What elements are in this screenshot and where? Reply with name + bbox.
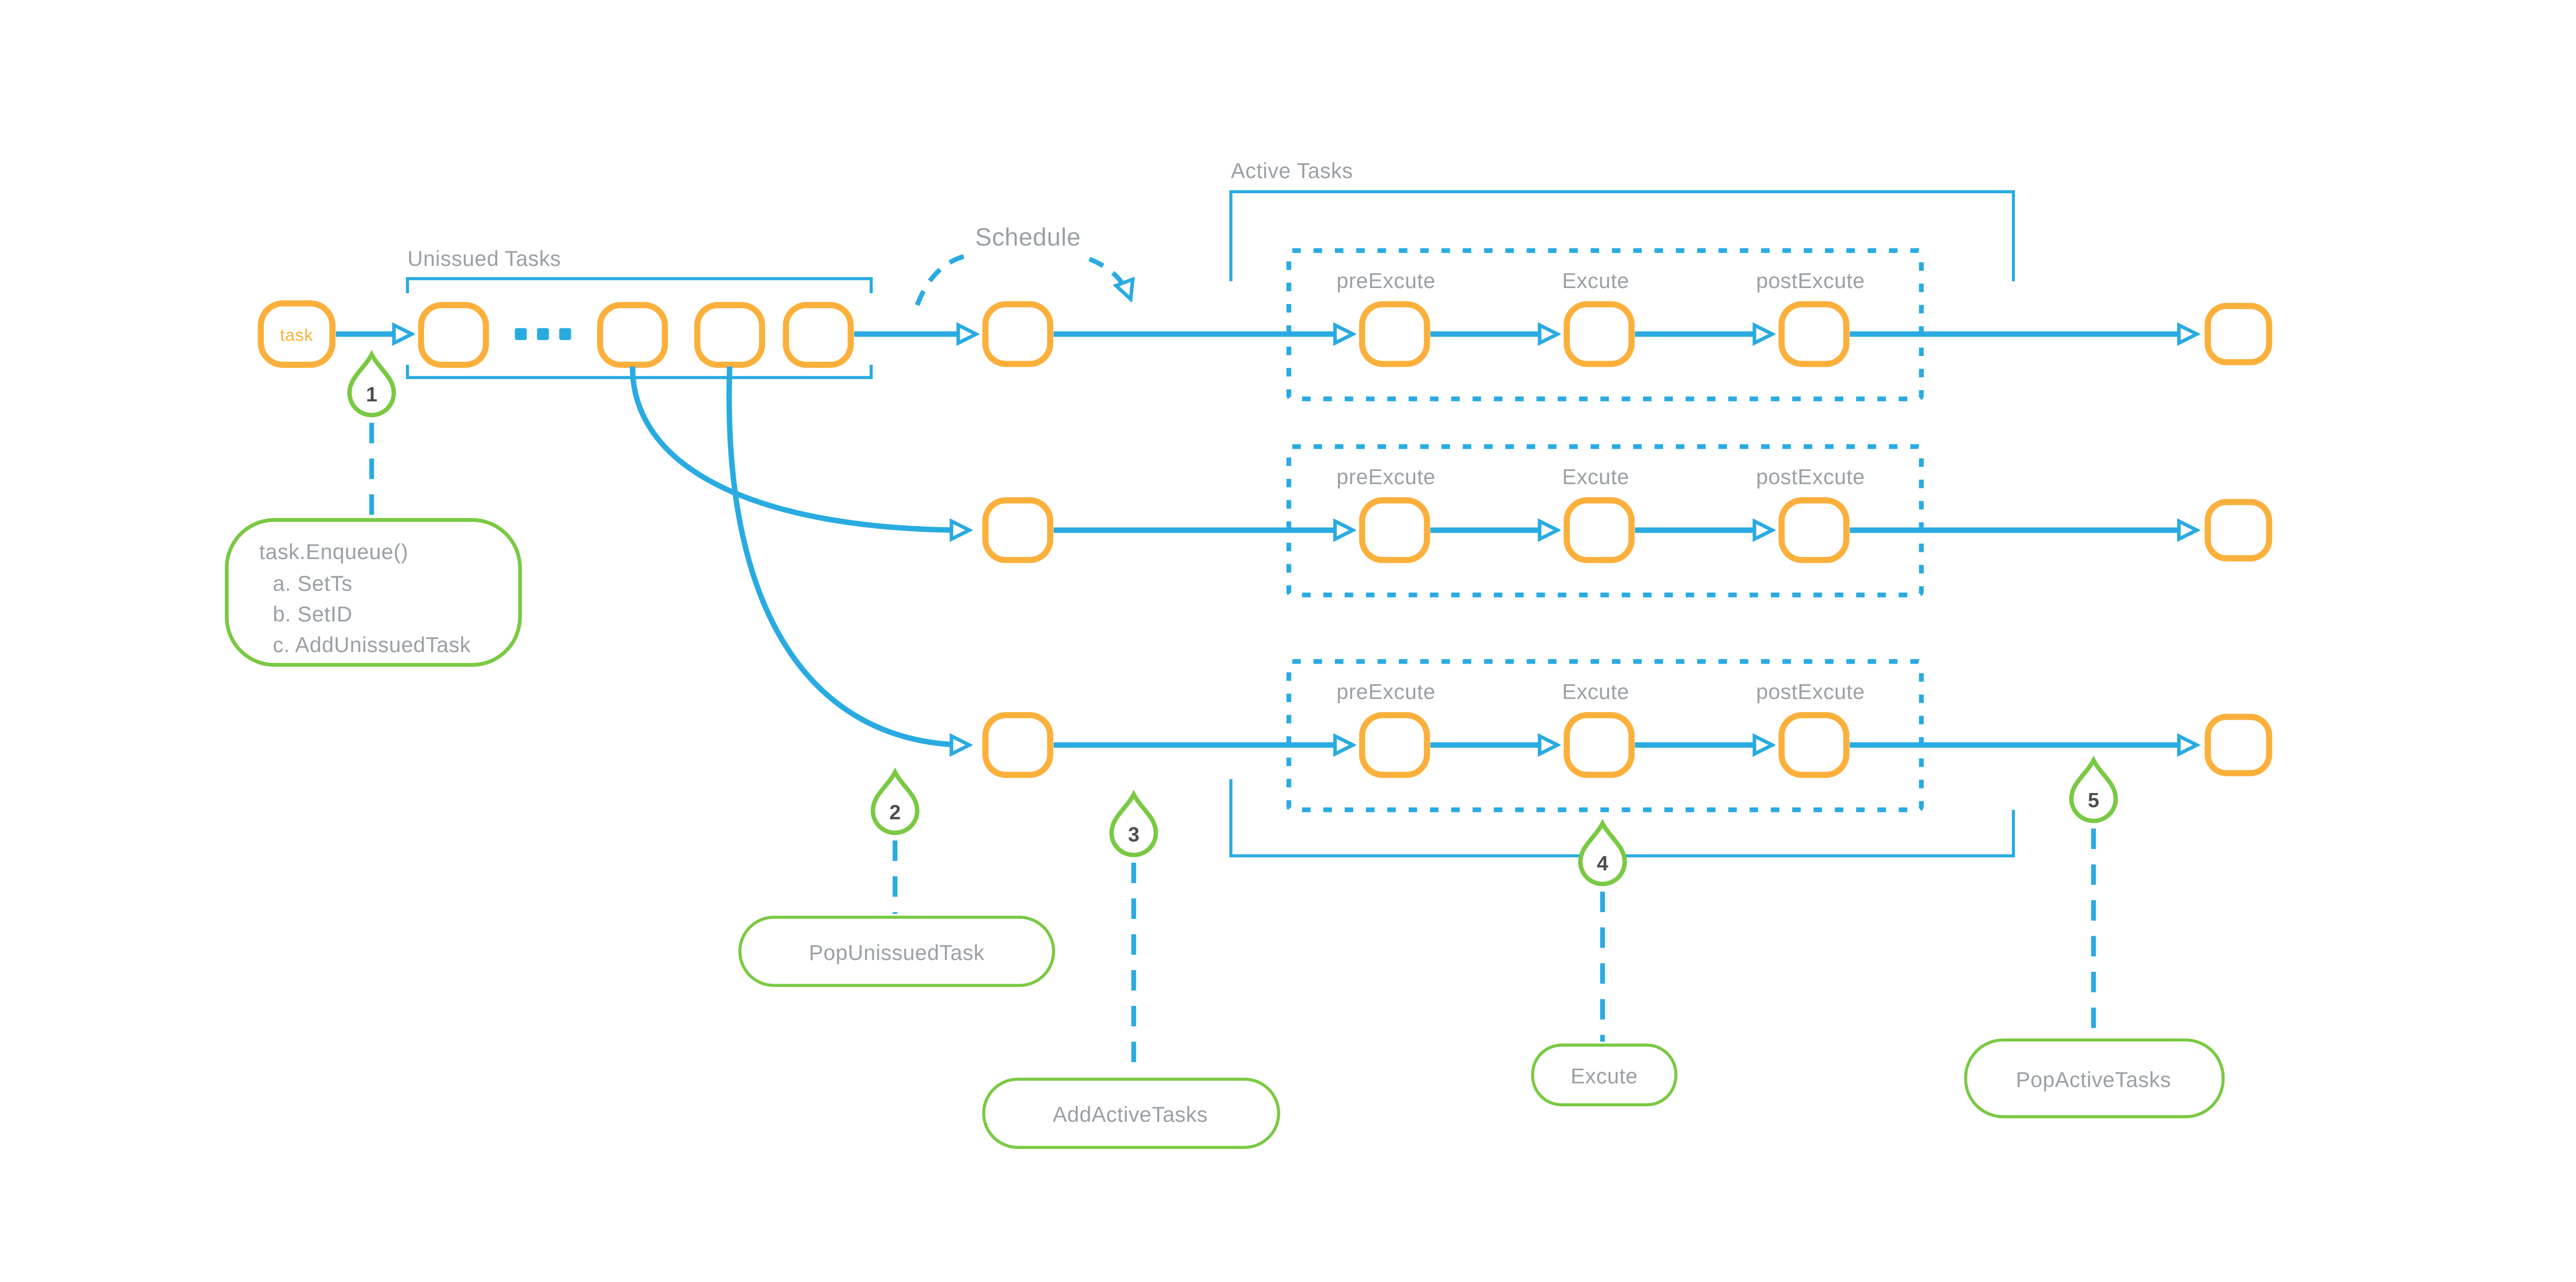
schedule-group: Schedule xyxy=(914,224,1352,367)
row2-start-node xyxy=(982,497,1054,563)
queue-node xyxy=(418,302,489,368)
row2-preexcute-label: preExcute xyxy=(1336,465,1435,489)
marker-5-number: 5 xyxy=(2088,789,2099,812)
callout-1-line-4: c. AddUnissuedTask xyxy=(273,633,470,657)
row2-end-node xyxy=(2205,499,2273,562)
row3-preexcute-node xyxy=(1359,712,1430,778)
row3-excute-label: Excute xyxy=(1562,680,1629,704)
row3-postexcute-node xyxy=(1778,712,1850,778)
callout-2-box xyxy=(738,916,1055,987)
row3-postexcute-label: postExcute xyxy=(1756,680,1865,704)
callout-5-box xyxy=(1964,1038,2225,1119)
marker-3-teardrop-icon xyxy=(1109,789,1158,857)
callout-5-group: 5 PopActiveTasks xyxy=(1964,755,2225,1119)
callout-2-label: PopUnissuedTask xyxy=(809,941,985,965)
marker-4-teardrop-icon xyxy=(1578,818,1627,886)
row3-preexcute-label: preExcute xyxy=(1336,680,1435,704)
unissued-tasks-group: Unissued Tasks xyxy=(405,247,975,379)
queue-node xyxy=(597,302,668,368)
row2-excute-node xyxy=(1564,497,1635,563)
scheduler-node xyxy=(982,301,1054,367)
schedule-arc-right-arrow xyxy=(1088,257,1130,298)
marker-1-number: 1 xyxy=(366,383,377,406)
marker-4-number: 4 xyxy=(1597,852,1608,875)
callout-1-line-2: a. SetTs xyxy=(273,571,352,595)
row2-excute-label: Excute xyxy=(1562,465,1629,489)
callout-1-group: 1 task.Enqueue() a. SetTs b. SetID c. Ad… xyxy=(225,349,522,667)
row2-preexcute-node xyxy=(1359,497,1430,563)
queue-ellipsis-icon xyxy=(515,328,571,340)
callout-3-group: 3 AddActiveTasks xyxy=(982,789,1280,1149)
row1-excute-node xyxy=(1564,301,1635,367)
row1-postexcute-label: postExcute xyxy=(1756,269,1865,293)
worker-row-3: preExcute Excute postExcute xyxy=(726,366,2273,813)
row1-active-task-box xyxy=(1286,248,1924,401)
row1-end-node xyxy=(2205,302,2273,365)
unissued-bracket-bottom xyxy=(405,364,873,379)
callout-5-label: PopActiveTasks xyxy=(2016,1068,2171,1091)
callout-2-group: 2 PopUnissuedTask xyxy=(738,767,1055,987)
schedule-label: Schedule xyxy=(975,224,1081,251)
callout-3-label: AddActiveTasks xyxy=(1053,1103,1208,1126)
queue-node xyxy=(783,302,854,368)
callout-3-box xyxy=(982,1077,1280,1149)
row2-postexcute-node xyxy=(1778,497,1850,563)
row3-active-task-box xyxy=(1286,659,1924,813)
arrow-queue-to-row2 xyxy=(630,366,969,530)
arrow-queue-to-row3 xyxy=(726,366,968,745)
unissued-bracket-top xyxy=(405,277,873,293)
schedule-arc-left xyxy=(914,253,968,306)
worker-row-1: preExcute Excute postExcute xyxy=(1286,248,2273,401)
row3-excute-node xyxy=(1564,712,1635,778)
row1-preexcute-node xyxy=(1359,301,1430,367)
active-tasks-label: Active Tasks xyxy=(1231,159,1353,183)
callout-4-group: 4 Excute xyxy=(1531,818,1677,1107)
row1-excute-label: Excute xyxy=(1562,269,1629,293)
unissued-tasks-label: Unissued Tasks xyxy=(408,247,561,271)
row2-postexcute-label: postExcute xyxy=(1756,465,1865,489)
marker-2-number: 2 xyxy=(889,801,901,824)
marker-2-teardrop-icon xyxy=(870,767,920,835)
task-node-label: task xyxy=(280,326,313,345)
row3-start-node xyxy=(982,712,1054,778)
callout-4-label: Excute xyxy=(1571,1065,1638,1088)
row1-preexcute-label: preExcute xyxy=(1336,269,1435,293)
callout-4-box xyxy=(1531,1043,1677,1107)
row3-end-node xyxy=(2205,714,2273,777)
task-node xyxy=(258,300,336,368)
worker-row-2: preExcute Excute postExcute xyxy=(630,366,2273,598)
callout-1-box xyxy=(225,518,522,667)
row2-active-task-box xyxy=(1286,444,1924,598)
callout-1-line-1: task.Enqueue() xyxy=(259,540,409,564)
active-bracket-top xyxy=(1229,190,2015,281)
callout-1-line-3: b. SetID xyxy=(273,602,352,626)
marker-5-teardrop-icon xyxy=(2069,755,2118,823)
queue-node xyxy=(694,302,766,368)
marker-1-teardrop-icon xyxy=(347,349,396,417)
row1-postexcute-node xyxy=(1778,301,1850,367)
active-bracket-bottom xyxy=(1229,779,2015,857)
marker-3-number: 3 xyxy=(1128,823,1139,846)
task-entry-group: task xyxy=(258,300,411,368)
